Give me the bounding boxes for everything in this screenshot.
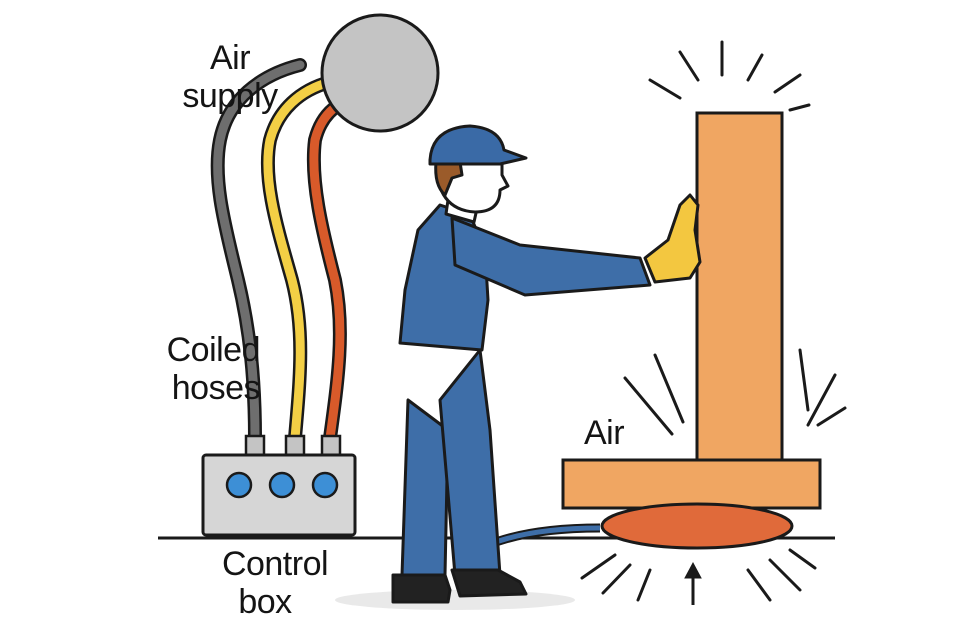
cap-icon <box>428 124 528 166</box>
control-box-icon <box>201 434 357 537</box>
label-air-supply-line2: supply <box>182 77 278 115</box>
motion-lines-icon <box>580 40 847 602</box>
air-tank-icon <box>320 13 440 133</box>
label-control-box-line1: Control <box>221 545 329 583</box>
coiled-hoses <box>210 58 347 445</box>
boot-icon <box>450 568 528 598</box>
glove-icon <box>643 193 702 284</box>
up-arrow-icon <box>684 561 702 605</box>
label-air-supply-line1: Air <box>209 39 251 77</box>
worker-figure <box>391 124 702 604</box>
control-button-3 <box>311 471 339 499</box>
label-coiled-hoses-line2: hoses <box>171 369 261 407</box>
air-cushion-icon <box>600 502 794 550</box>
label-air: Air <box>584 414 625 452</box>
control-button-2 <box>268 471 296 499</box>
control-button-1 <box>225 471 253 499</box>
boot-icon <box>391 573 452 604</box>
hose-gray-icon <box>210 58 307 445</box>
hose-yellow-icon <box>260 75 337 445</box>
label-control-box-line2: box <box>238 583 292 621</box>
hose-orange-icon <box>306 97 347 445</box>
column-icon <box>561 111 822 510</box>
label-coiled-hoses-line1: Coiled <box>166 331 261 369</box>
